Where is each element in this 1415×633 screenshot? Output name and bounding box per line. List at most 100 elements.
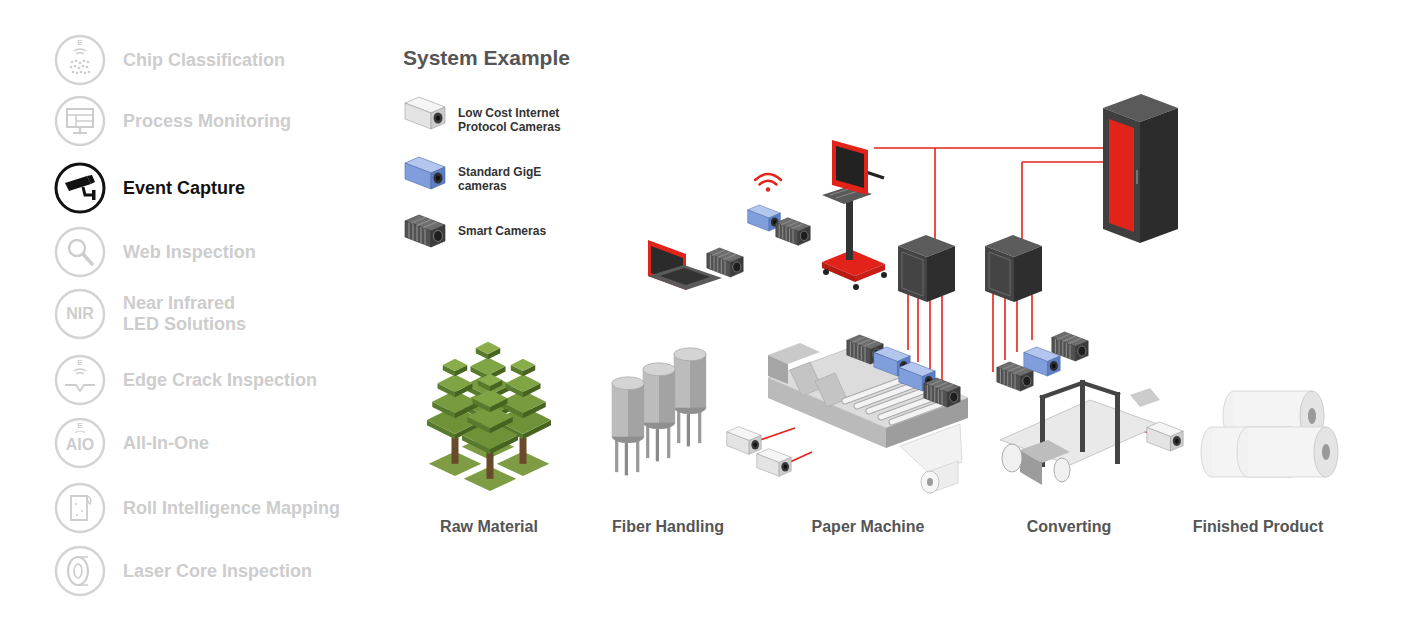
ip-camera (727, 427, 761, 455)
menu-glyph (75, 431, 85, 433)
text-slot: Raw Material (440, 518, 538, 536)
text-slot: E (54, 421, 106, 430)
illustration-part (755, 174, 781, 185)
text-slot: Finished Product (1193, 518, 1324, 536)
illustration-part (760, 428, 795, 440)
stage-label: Paper Machine (812, 518, 925, 536)
illustration-part (992, 288, 994, 372)
illustration-part (989, 252, 1010, 296)
illustration-part (934, 148, 936, 240)
illustration-part (927, 478, 933, 486)
wifi-symbol (755, 174, 781, 192)
legend-label: Standard GigE cameras (458, 165, 570, 193)
menu-label: Edge Crack Inspection (123, 370, 317, 391)
icon-outline (56, 164, 104, 212)
text-slot: Edge Crack Inspection (123, 370, 317, 391)
legend-samples (405, 97, 445, 247)
silos (612, 348, 706, 476)
stage-label: Fiber Handling (612, 518, 724, 536)
illustration-part (1103, 108, 1140, 243)
text-slot: NIR (54, 305, 106, 323)
menu-icon-node: Laser Core Inspection (54, 545, 106, 597)
diagram-title: System Example (403, 46, 570, 70)
illustration-part (1031, 295, 1033, 340)
icon-outline (56, 547, 104, 595)
legend-row: Smart Cameras (403, 213, 583, 253)
illustration-part (768, 355, 788, 384)
icon-badge-letter: E (77, 358, 82, 367)
menu-label: Roll Intelligence Mapping (123, 498, 340, 519)
ip-camera (1147, 422, 1183, 451)
illustration-part (853, 284, 859, 290)
ip-camera (757, 449, 791, 477)
illustration-part (1115, 392, 1120, 464)
menu-icon-node: Process Monitoring (54, 95, 106, 147)
converting-machine (1000, 380, 1160, 485)
illustration-part (1054, 458, 1070, 482)
smart-camera (405, 215, 445, 247)
illustration-part (907, 292, 909, 350)
icon-badge-letter: E (77, 38, 82, 47)
menu-label: Chip Classification (123, 50, 285, 71)
legend-label: Smart Cameras (458, 224, 546, 238)
illustration-part (917, 297, 919, 362)
illustration-part (612, 377, 644, 476)
stage-label: Finished Product (1193, 518, 1324, 536)
menu-label: Web Inspection (123, 242, 256, 263)
text-slot: E (54, 358, 106, 367)
illustration-part (1040, 382, 1085, 398)
menu-glyph (65, 369, 95, 391)
illustration-part (869, 390, 926, 411)
menu-icon-node: EEdge Crack Inspection (54, 354, 106, 406)
illustration-part (790, 452, 812, 462)
stage-label: Converting (1027, 518, 1111, 536)
menu-icon-node: Roll Intelligence Mapping (54, 482, 106, 534)
menu-glyph (65, 175, 96, 200)
text-slot: Process Monitoring (123, 111, 291, 132)
menu-icon-node: EChip Classification (54, 34, 106, 86)
icon-circle (54, 545, 106, 597)
text-slot: Roll Intelligence Mapping (123, 498, 340, 519)
illustration-part (1014, 246, 1042, 302)
gige-camera (405, 157, 445, 189)
text-slot: Web Inspection (123, 242, 256, 263)
illustration-part (1136, 170, 1138, 184)
illustration-part (874, 147, 1106, 149)
smart-camera (1052, 332, 1088, 361)
icon-outline (56, 419, 104, 467)
illustration-part (985, 246, 1014, 302)
illustration-part (660, 268, 710, 285)
illustration-part (1130, 388, 1160, 407)
legend-row: Standard GigE cameras (403, 155, 583, 195)
text-slot: All-In-One (123, 433, 209, 454)
text-slot: Smart Cameras (458, 224, 570, 238)
menu-glyph (69, 240, 92, 264)
smart-camera (776, 218, 810, 246)
icon-letters: AIO (66, 436, 94, 454)
menu-glyph (67, 109, 93, 133)
menu-label: All-In-One (123, 433, 209, 454)
paper-machine (768, 343, 968, 493)
illustration-part (1020, 450, 1042, 485)
illustration-part (881, 272, 887, 278)
icon-outline (56, 484, 104, 532)
icon-circle (54, 482, 106, 534)
paper-rolls (1201, 391, 1338, 477)
text-slot: Low Cost Internet Protocol Cameras (458, 106, 570, 134)
trees (427, 342, 551, 491)
stage-label: Raw Material (440, 518, 538, 536)
menu-icon-node: NIRNear Infrared LED Solutions (54, 288, 106, 340)
illustration-part (836, 146, 864, 188)
illustration-part (822, 262, 855, 282)
text-slot: Laser Core Inspection (123, 561, 312, 582)
icon-outline (56, 356, 104, 404)
title-slot: System Example (403, 46, 570, 70)
icon-outline (56, 36, 104, 84)
menu-glyph (71, 496, 91, 520)
illustration-part (921, 471, 939, 493)
icon-letters: NIR (66, 305, 94, 323)
text-slot: E (54, 38, 106, 47)
icon-circle (54, 162, 106, 214)
control-cabinet (985, 235, 1042, 302)
